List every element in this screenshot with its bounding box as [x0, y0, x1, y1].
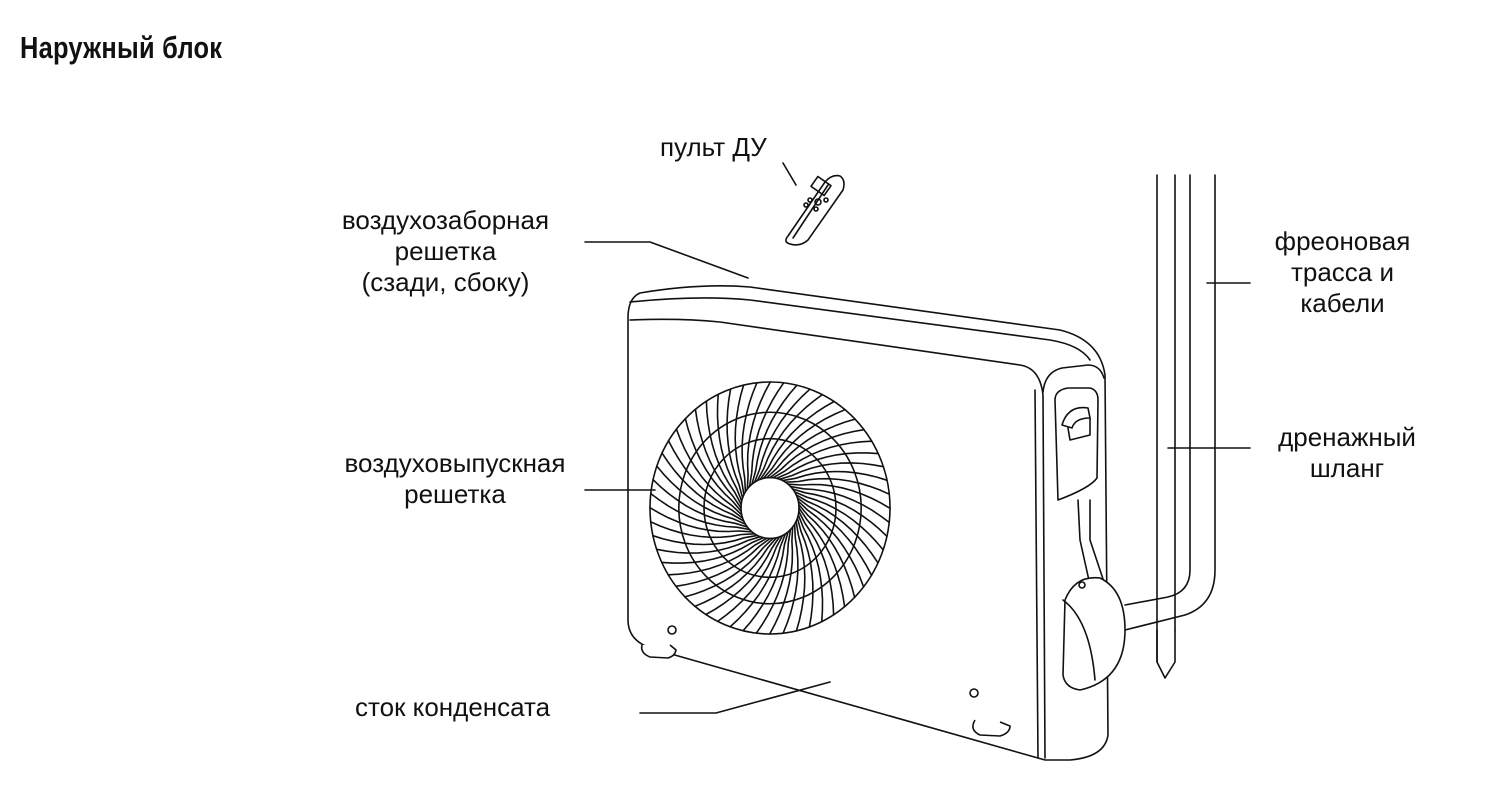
leader-lines [584, 162, 1251, 714]
label-line: кабели [1300, 288, 1385, 318]
fan-blade-line [796, 497, 873, 577]
label-line: решетка [404, 479, 506, 509]
screw-hole [667, 625, 677, 635]
fan-blade-line [778, 462, 885, 481]
fan-blade-line [716, 534, 784, 623]
fan-blade-line [675, 428, 743, 516]
fan-blade-line [796, 517, 814, 628]
fan-blade-line [684, 417, 742, 513]
label-freon-line: фреоновая трасса и кабели [1245, 226, 1440, 319]
fan-blade-line [705, 535, 781, 616]
fan-blade-line [789, 485, 890, 524]
fan-blade-line [748, 382, 785, 488]
fan-blade-line [782, 523, 799, 634]
fan-blade-line [655, 535, 762, 554]
label-drain-hose: дренажный шланг [1252, 422, 1442, 484]
label-line: фреоновая [1274, 226, 1411, 256]
fan-blade-line [716, 393, 743, 502]
fan-blade-line [798, 503, 856, 599]
fan-blade-line [795, 494, 879, 564]
fan-blade-line [667, 537, 768, 576]
label-line: трасса и [1290, 257, 1395, 287]
fan-blade-line [667, 439, 744, 519]
fan-blade-line [729, 533, 787, 628]
fan-blade-line [798, 510, 835, 616]
fan-blade-line [759, 400, 835, 481]
fan-blade-line [753, 388, 811, 483]
fan-blade-line [769, 428, 865, 479]
remote-control [785, 174, 845, 246]
label-line: шланг [1309, 453, 1385, 483]
fan-blade-line [649, 521, 756, 539]
screw-hole [969, 688, 979, 698]
fan-blade-line [793, 491, 884, 551]
fan-blade-line [649, 506, 753, 533]
label-line: воздухозаборная [341, 205, 550, 235]
fan-blade-line [784, 477, 891, 495]
fan-blade-line [742, 531, 789, 632]
fan-grille [649, 381, 891, 635]
fan-blade-line [726, 388, 744, 499]
fan-blade-line [766, 418, 856, 479]
label-line: воздуховыпускная [344, 448, 566, 478]
label-remote: пульт ДУ [660, 132, 767, 162]
fan-blade-line [775, 452, 879, 480]
fan-blade-line [798, 507, 846, 608]
fan-blade-line [772, 440, 873, 479]
fan-blade-line [661, 452, 745, 522]
fan-blade-line [734, 384, 745, 496]
fan-blade-line [694, 536, 778, 608]
fan-blade-line [768, 526, 794, 635]
label-intake-grille: воздухозаборная решетка (сзади, сбоку) [308, 205, 583, 298]
fan-blade-line [755, 528, 792, 634]
fan-blade-line [791, 488, 888, 538]
fan-blade-line [675, 537, 771, 588]
fan-blade-line [705, 400, 742, 506]
fan-blade-line [650, 492, 751, 531]
fan-blade-line [787, 483, 891, 510]
label-line: дренажный [1278, 422, 1416, 452]
fan-blade-line [694, 408, 742, 509]
fan-blade-line [652, 534, 759, 546]
fan-blade-line [795, 520, 806, 632]
fan-blade-line [684, 537, 774, 598]
fan-blade-line [797, 500, 865, 588]
freon-pipes [1124, 174, 1216, 679]
fan-blade-line [781, 470, 888, 482]
fan-blade-line [756, 393, 824, 482]
fan-blade-line [746, 381, 772, 490]
diagram-title: Наружный блок [20, 30, 223, 65]
label-line: решетка [394, 236, 497, 266]
fan-blade-line [751, 384, 798, 485]
fan-blade-line [656, 465, 747, 525]
label-line: (сзади, сбоку) [361, 267, 530, 297]
outdoor-unit [627, 285, 1126, 761]
fan-blade-line [661, 536, 765, 564]
label-outlet-grille: воздуховыпускная решетка [310, 448, 600, 510]
fan-blade-line [797, 514, 824, 623]
fan-blade-line [741, 382, 758, 493]
fan-blade-line [762, 408, 846, 480]
fan-ring [677, 411, 862, 605]
label-condensate-drain: сток конденсата [355, 692, 551, 722]
fan-blade-line [652, 478, 749, 528]
